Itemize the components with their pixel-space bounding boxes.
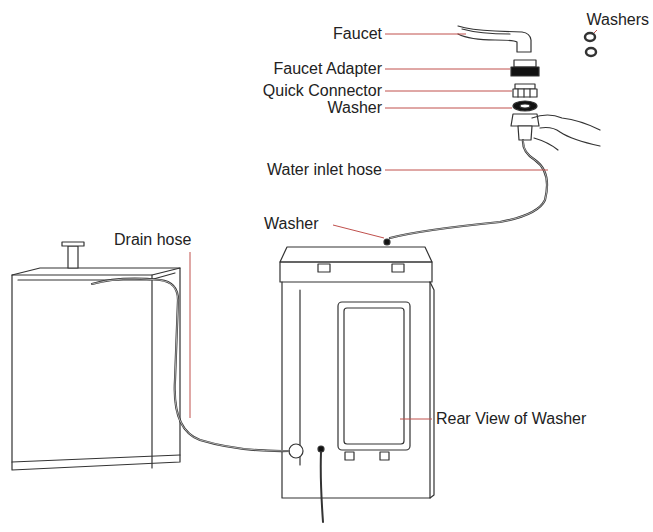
part-name: Washer <box>327 99 382 117</box>
part-name: Washer <box>264 215 319 233</box>
part-name: Drain hose <box>114 231 191 249</box>
part-name: Quick Connector <box>263 82 382 100</box>
leader-line <box>385 91 512 92</box>
leader-line <box>385 108 512 109</box>
water-inlet-hose <box>390 140 547 238</box>
part-name: Faucet Adapter <box>273 60 382 78</box>
faucet <box>458 26 531 52</box>
part-name: Rear View of Washer <box>436 410 586 428</box>
leader-line <box>385 34 466 35</box>
hose-coupling <box>511 114 539 126</box>
part-name: Faucet <box>333 25 382 43</box>
hand <box>532 115 600 150</box>
spare-washer <box>585 33 595 41</box>
spare-washer <box>586 48 596 56</box>
washer-ring <box>513 101 537 111</box>
drain-outlet <box>289 444 303 458</box>
part-name: Washers <box>586 11 649 29</box>
quick-connector <box>515 84 535 89</box>
leader-line <box>400 419 432 420</box>
rear-panel <box>338 302 410 450</box>
leader-line <box>190 252 191 418</box>
power-cord <box>321 452 323 522</box>
leader-line <box>385 69 510 70</box>
leader-line <box>333 225 384 238</box>
washing-machine <box>280 247 432 262</box>
part-name: Water inlet hose <box>267 161 382 179</box>
leader-line <box>594 30 597 33</box>
faucet-adapter <box>514 60 536 67</box>
leader-line <box>385 170 548 171</box>
sink <box>12 268 180 470</box>
sink-faucet <box>68 246 78 268</box>
